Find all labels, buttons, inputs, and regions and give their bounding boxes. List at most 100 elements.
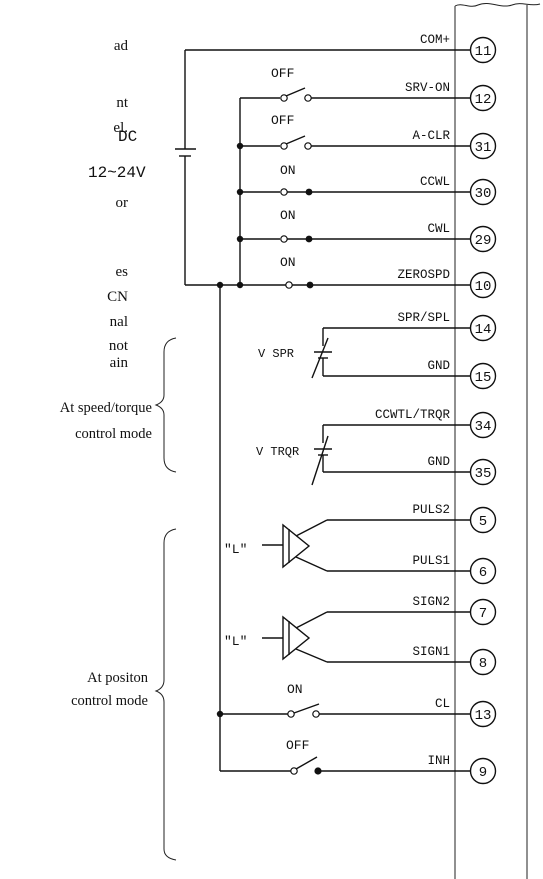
puls-line-driver: "L" [224,519,470,572]
text-fragment: CN [107,289,128,305]
terminal-signal-label: GND [427,455,450,469]
terminal-pin-number: 29 [475,233,492,249]
driver-out-plus [295,519,328,537]
switch-state-label: ON [287,682,303,697]
position-brace [154,528,177,861]
terminal-signal-label: COM+ [420,33,450,47]
text-fragment: not [109,338,129,354]
terminal-pin-circle [469,225,497,253]
switch-contact [290,767,298,775]
terminal-pin-circle [469,557,497,585]
switch-state-label: OFF [271,66,294,81]
dc-label: DC [118,128,137,146]
terminal-pin-circle [469,458,497,486]
position-mode-label: control mode [71,693,148,709]
terminal-signal-label: CCWTL/TRQR [375,408,451,422]
terminal-pin-number: 31 [475,140,492,156]
speed-torque-mode-label: control mode [75,426,152,442]
switch-blade [295,756,318,770]
switch-state-label: OFF [286,738,309,753]
terminal-pin-circle [469,84,497,112]
text-fragment: nt [116,95,129,111]
terminal-signal-label: SPR/SPL [397,311,450,325]
switch-srv-on: OFF [271,66,470,102]
voltage-label: 12~24V [88,164,146,182]
switch-inh: OFF [286,738,470,775]
terminal-pin-circle [469,36,497,64]
terminal-pin-circle [469,271,497,299]
speed-torque-brace [154,337,177,473]
terminal-pin-number: 35 [475,466,492,482]
switch-blade [285,135,306,145]
junction-dot [216,710,224,718]
terminal-pin-number: 5 [479,514,487,530]
position-mode-label: At positon [87,670,149,686]
source-label: V TRQR [256,445,299,459]
terminal-pin-number: 34 [475,419,492,435]
terminal-signal-label: SIGN1 [412,645,450,659]
junction-dot [216,281,224,289]
terminal-signal-label: CWL [427,222,450,236]
terminal-pin-number: 12 [475,92,492,108]
logic-level-label: "L" [224,542,247,557]
switch-state-label: OFF [271,113,294,128]
switch-cwl: ON [280,208,470,243]
terminal-signal-label: CL [435,697,450,711]
terminal-pin-circle [469,411,497,439]
speed-command-source: V SPR [258,327,470,379]
switch-contact [280,188,288,196]
switch-blade [285,87,306,97]
terminal-pins: COM+11SRV-ON12A-CLR31CCWL30CWL29ZEROSPD1… [375,33,497,785]
terminal-signal-label: SRV-ON [405,81,450,95]
terminal-pin-circle [469,700,497,728]
logic-level-label: "L" [224,634,247,649]
terminal-pin-number: 8 [479,656,487,672]
terminal-pin-number: 15 [475,370,492,386]
switch-contact [304,142,312,150]
text-fragment: ad [114,38,129,54]
source-label: V SPR [258,347,294,361]
switch-ccwl: ON [280,163,470,196]
switch-contact [280,94,288,102]
sign-line-driver: "L" [224,611,470,663]
dc-supply: DC 12~24V [88,50,196,285]
driver-out-minus [295,648,328,663]
connector-top-edge [454,2,541,7]
torque-command-source: V TRQR [256,424,470,486]
text-fragment: ain [110,355,129,371]
junction-dot [236,235,244,243]
switch-contact [280,142,288,150]
terminal-pin-circle [469,362,497,390]
junction-dot [236,281,244,289]
text-fragment: nal [110,314,128,330]
terminal-pin-number: 14 [475,322,492,338]
driver-out-minus [295,556,328,572]
terminal-pin-circle [469,178,497,206]
terminal-pin-circle [469,598,497,626]
terminal-signal-label: GND [427,359,450,373]
junction-dot [236,142,244,150]
switch-state-label: ON [280,163,296,178]
text-fragment: or [116,195,129,211]
terminal-signal-label: CCWL [420,175,450,189]
switch-state-label: ON [280,255,296,270]
terminal-pin-circle [469,506,497,534]
switch-contact [304,94,312,102]
connector-strip [454,2,541,879]
variable-arrow [311,435,329,486]
terminal-pin-circle [469,648,497,676]
terminal-pin-number: 7 [479,606,487,622]
terminal-pin-number: 30 [475,186,492,202]
terminal-pin-circle [469,132,497,160]
terminal-pin-circle [469,314,497,342]
text-fragment: es [116,264,129,280]
text-fragment: el. [113,120,128,136]
terminal-pin-number: 6 [479,565,487,581]
terminal-signal-label: PULS2 [412,503,450,517]
speed-torque-mode-label: At speed/torque [60,400,152,416]
truncated-paragraph: ad nt el. or es CN nal not ain [107,38,129,371]
terminal-pin-number: 13 [475,708,492,724]
terminal-pin-number: 10 [475,279,492,295]
switch-contact [287,710,295,718]
